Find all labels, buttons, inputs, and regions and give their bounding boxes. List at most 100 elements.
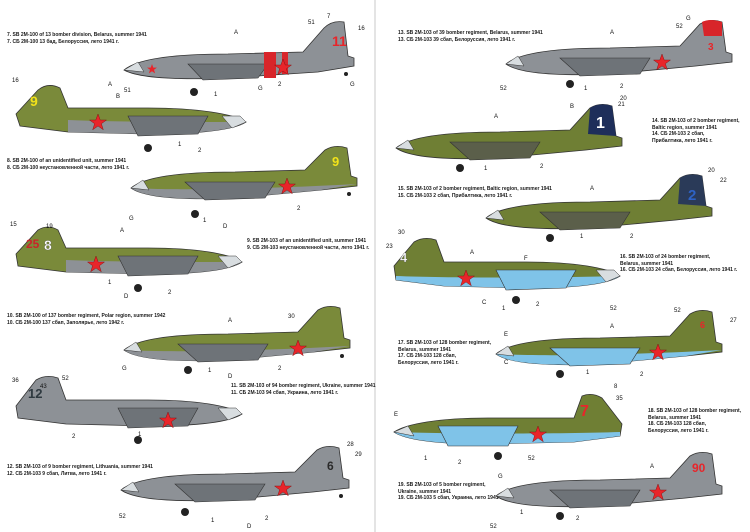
callout: 51	[124, 88, 131, 94]
caption-line: Belarus, summer 1941	[398, 346, 452, 353]
profile-14: 1 A B 21 20 1 2	[395, 96, 627, 172]
tail-code: 1	[596, 115, 605, 132]
page-spine	[374, 0, 376, 532]
callout: C	[482, 300, 487, 306]
callout: 15	[10, 222, 17, 228]
callout: A	[234, 30, 238, 36]
profile-18: 7 8 35 E 1 2 52	[393, 384, 623, 466]
aircraft-silhouette	[123, 21, 355, 96]
callout: B	[570, 104, 574, 110]
red-star-insignia	[652, 53, 672, 71]
caption-line: Belarus, summer 1941	[620, 260, 674, 267]
red-star-insignia	[273, 479, 293, 497]
caption-line: Baltic region, summer 1941	[652, 124, 718, 131]
red-star-insignia	[648, 483, 668, 501]
caption-17: 17. SB 2M-103 of 128 bomber regiment, Be…	[398, 340, 491, 366]
callout: 2	[265, 516, 269, 522]
caption-9: 9. SB 2M-103 of an unidentified unit, su…	[247, 238, 369, 251]
callout: 43	[40, 384, 47, 390]
callout: 2	[72, 434, 76, 440]
tail-code: 90	[692, 461, 706, 475]
tail-code: 11	[332, 33, 347, 49]
caption-line: 8. СБ 2М-100 неустановленной части, лето…	[7, 164, 130, 171]
caption-line: 14. SB 2M-103 of 2 bomber regiment,	[652, 118, 740, 124]
callout: 30	[398, 230, 405, 236]
callout: 16	[12, 78, 19, 84]
callout: 2	[630, 234, 634, 240]
callout: 52	[676, 24, 683, 30]
callout: 1	[502, 306, 506, 312]
caption-18: 18. SB 2M-103 of 128 bomber regiment, Be…	[648, 408, 741, 434]
aircraft-silhouette	[495, 310, 723, 378]
callout: 52	[490, 524, 497, 530]
profile-12: 6 28 29 52 2 1 D	[119, 442, 362, 530]
red-star-insignia	[648, 343, 668, 361]
callout: 7	[327, 14, 331, 20]
caption-line: 15. СБ 2М-103 2 сбап, Прибалтика, лето 1…	[398, 192, 513, 199]
callout: 22	[720, 178, 727, 184]
callout: 29	[355, 452, 362, 458]
callout: 1	[178, 142, 182, 148]
callout: D	[247, 524, 252, 530]
callout: 1	[108, 280, 112, 286]
caption-line: 9. СБ 2М-103 неустановленной части, лето…	[247, 244, 370, 251]
tail-code: 6	[327, 459, 334, 473]
caption-line: 13. СБ 2М-103 39 сбап, Белоруссия, лето …	[398, 36, 516, 43]
caption-13: 13. SB 2M-103 of 39 bomber regiment, Bel…	[398, 30, 543, 43]
caption-line: 16. SB 2M-103 of 24 bomber regiment,	[620, 254, 711, 260]
callout: 36	[12, 378, 19, 384]
profile-11: 12 36 52 43 1 2	[12, 376, 243, 444]
tail-code: 12	[28, 386, 42, 401]
callout: 52	[610, 306, 617, 312]
red-star-insignia	[88, 113, 108, 131]
callout: B	[116, 94, 120, 100]
caption-line: Прибалтика, лето 1941 г.	[652, 137, 713, 144]
caption-line: 7. СБ 2М-100 13 бад, Белоруссия, лето 19…	[7, 38, 119, 45]
callout: G	[498, 474, 503, 480]
callout: D	[228, 374, 233, 380]
profile-8: 9 16 A B 1 2	[12, 78, 247, 154]
callout: A	[650, 464, 654, 470]
callout: G	[350, 82, 355, 88]
callout: 2	[640, 372, 644, 378]
callout: 52	[528, 456, 535, 462]
aircraft-silhouette	[123, 306, 351, 374]
callout: 1	[424, 456, 428, 462]
callout: 1	[214, 92, 218, 98]
callout: A	[494, 114, 498, 120]
callout: 1	[520, 510, 524, 516]
callout: 51	[308, 20, 315, 26]
tail-code: 7	[580, 403, 589, 420]
callout: E	[394, 412, 398, 418]
callout: E	[504, 332, 508, 338]
callout: A	[470, 250, 474, 256]
aircraft-silhouette	[485, 174, 713, 242]
callout: A	[108, 82, 112, 88]
caption-line: 12. SB 2M-103 of 9 bomber regiment, Lith…	[7, 464, 153, 470]
caption-10: 10. SB 2M-100 of 137 bomber regiment, Po…	[7, 313, 165, 326]
callout: A	[590, 186, 594, 192]
caption-line: 19. SB 2M-103 of 5 bomber regiment,	[398, 482, 486, 488]
caption-line: 17. СБ 2М-103 128 сбап,	[398, 353, 457, 359]
caption-line: 10. СБ 2М-100 137 сбап, Заполярье, лето …	[7, 319, 125, 326]
caption-8: 8. SB 2M-100 of an unidentified unit, su…	[7, 158, 129, 171]
caption-line: 11. SB 2M-103 of 94 bomber regiment, Ukr…	[231, 383, 376, 389]
callout: A	[610, 324, 614, 330]
caption-14: 14. SB 2M-103 of 2 bomber regiment, Balt…	[652, 118, 740, 144]
callout: 8	[614, 384, 618, 390]
caption-15: 15. SB 2M-103 of 2 bomber regiment, Balt…	[398, 186, 552, 199]
callout: 1	[211, 518, 215, 524]
caption-19: 19. SB 2M-103 of 5 bomber regiment, Ukra…	[398, 482, 503, 502]
caption-line: 12. СБ 2М-103 9 сбап, Литва, лето 1941 г…	[7, 470, 107, 477]
caption-line: 19. СБ 2М-103 5 сбап, Украина, лето 1941…	[398, 495, 503, 501]
red-star-insignia	[86, 255, 106, 273]
callout: G	[129, 216, 134, 222]
caption-line: 9. SB 2M-103 of an unidentified unit, su…	[247, 238, 367, 244]
callout: 2	[458, 460, 462, 466]
aircraft-silhouette	[505, 20, 733, 88]
callout: 2	[620, 84, 624, 90]
callout: 1	[580, 234, 584, 240]
callout: 21	[618, 102, 625, 108]
callout: 27	[730, 318, 737, 324]
aircraft-silhouette	[15, 226, 243, 292]
